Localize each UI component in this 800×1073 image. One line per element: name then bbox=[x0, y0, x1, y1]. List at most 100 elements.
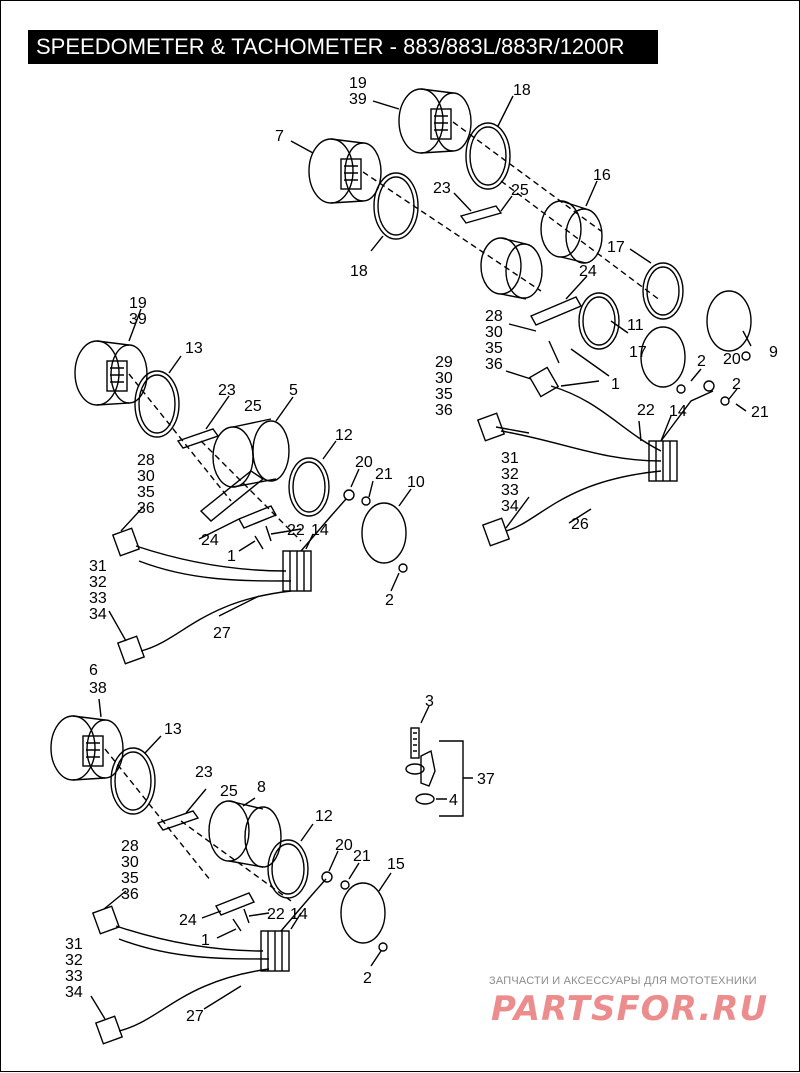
gasket-ring-13-middle bbox=[134, 370, 180, 438]
bottom-assembly bbox=[50, 698, 392, 1045]
callout-11: 11 bbox=[627, 317, 644, 334]
callout-21-middle: 21 bbox=[375, 466, 393, 483]
callout-8: 8 bbox=[257, 779, 266, 796]
callout-28-middle: 28 bbox=[137, 452, 155, 469]
connector-31-middle bbox=[116, 635, 146, 665]
gauge-housing-7 bbox=[308, 138, 382, 204]
callout-3: 3 bbox=[425, 693, 434, 710]
cover-plate-10 bbox=[361, 502, 407, 564]
screw-20-top bbox=[703, 380, 715, 392]
callout-10: 10 bbox=[407, 474, 425, 491]
callout-21-bottom: 21 bbox=[353, 848, 371, 865]
callout-7: 7 bbox=[275, 128, 284, 145]
callout-39-middle: 39 bbox=[129, 311, 147, 328]
bracket-23-bottom bbox=[156, 810, 200, 831]
gauge-housing-19 bbox=[398, 88, 472, 154]
callout-1-bottom: 1 bbox=[201, 932, 210, 949]
connector-28-middle bbox=[111, 527, 141, 557]
callout-14-middle: 14 bbox=[311, 522, 329, 539]
top-assembly bbox=[290, 88, 752, 547]
callout-34-middle: 34 bbox=[89, 606, 107, 623]
bracket-24-bottom bbox=[215, 892, 255, 916]
cover-plate-11 bbox=[640, 326, 686, 388]
callout-20-middle: 20 bbox=[355, 454, 373, 471]
cover-plate-9 bbox=[706, 290, 752, 352]
callout-14-top: 14 bbox=[669, 403, 687, 420]
callout-22-middle: 22 bbox=[287, 522, 305, 539]
middle-assembly bbox=[74, 308, 412, 665]
callout-35-top: 35 bbox=[485, 340, 503, 357]
callout-19-top: 19 bbox=[349, 75, 367, 92]
harness-bottom bbox=[115, 878, 327, 1032]
bracket-23-top bbox=[459, 205, 503, 224]
gasket-ring-18-top bbox=[465, 122, 511, 190]
callout-37: 37 bbox=[477, 771, 495, 788]
cup-8 bbox=[208, 800, 282, 868]
callout-12-bottom: 12 bbox=[315, 808, 333, 825]
callout-25-bottom: 25 bbox=[220, 783, 238, 800]
o-ring-4 bbox=[415, 793, 435, 805]
callout-31-top: 31 bbox=[501, 450, 519, 467]
callout-22-top: 22 bbox=[637, 402, 655, 419]
callout-31-bottom: 31 bbox=[65, 936, 83, 953]
connector-31-bottom bbox=[94, 1015, 124, 1045]
callout-26: 26 bbox=[571, 516, 589, 533]
cover-plate-15 bbox=[340, 882, 386, 944]
callout-36-top: 36 bbox=[485, 356, 503, 373]
callout-20-bottom: 20 bbox=[335, 837, 353, 854]
callout-39-top: 39 bbox=[349, 91, 367, 108]
callout-29: 29 bbox=[435, 354, 453, 371]
callout-33-middle: 33 bbox=[89, 590, 107, 607]
connector-26 bbox=[481, 517, 511, 547]
callout-27-middle: 27 bbox=[213, 625, 231, 642]
screw-1-top bbox=[548, 340, 560, 364]
callout-2-middle: 2 bbox=[385, 592, 394, 609]
callout-27-bottom: 27 bbox=[186, 1008, 204, 1025]
callout-9: 9 bbox=[769, 344, 778, 361]
callout-30-top: 30 bbox=[485, 324, 503, 341]
gauge-housing-6 bbox=[50, 715, 124, 781]
callout-36-top-b: 36 bbox=[435, 402, 453, 419]
connector-29 bbox=[528, 366, 560, 398]
callout-1-top: 1 bbox=[611, 376, 620, 393]
callout-22-bottom: 22 bbox=[267, 906, 285, 923]
gasket-ring-13-bottom bbox=[110, 747, 156, 815]
callout-18-top-b: 18 bbox=[350, 263, 368, 280]
callout-28-bottom: 28 bbox=[121, 838, 139, 855]
callout-5: 5 bbox=[289, 382, 298, 399]
callout-23-middle: 23 bbox=[218, 382, 236, 399]
callout-17-top-a: 17 bbox=[607, 239, 625, 256]
bezel-ring-12-middle bbox=[288, 457, 330, 517]
callout-13-bottom: 13 bbox=[164, 721, 182, 738]
callout-2-top-b: 2 bbox=[732, 376, 741, 393]
callout-35-bottom: 35 bbox=[121, 870, 139, 887]
callout-30-top-b: 30 bbox=[435, 370, 453, 387]
cup-16 bbox=[540, 200, 603, 264]
callout-16: 16 bbox=[593, 167, 611, 184]
callout-34-bottom: 34 bbox=[65, 984, 83, 1001]
callout-36-bottom: 36 bbox=[121, 886, 139, 903]
callout-12-middle: 12 bbox=[335, 427, 353, 444]
bracket-24-middle bbox=[238, 505, 277, 529]
callout-24-bottom: 24 bbox=[179, 912, 197, 929]
connector-31-top bbox=[476, 412, 506, 442]
bezel-ring-17-b bbox=[578, 292, 620, 350]
watermark-logo: PARTSFOR.RU bbox=[491, 989, 769, 1029]
bracket-24-top bbox=[530, 296, 582, 326]
callout-19-middle: 19 bbox=[129, 295, 147, 312]
callout-32-top: 32 bbox=[501, 466, 519, 483]
callout-24-middle: 24 bbox=[201, 532, 219, 549]
callout-18-top-a: 18 bbox=[513, 82, 531, 99]
cup-5 bbox=[199, 418, 290, 522]
callout-32-middle: 32 bbox=[89, 574, 107, 591]
bezel-ring-17-a bbox=[642, 262, 684, 320]
watermark-caption: ЗАПЧАСТИ И АКСЕССУАРЫ ДЛЯ МОТОТЕХНИКИ bbox=[489, 975, 757, 987]
callout-33-bottom: 33 bbox=[65, 968, 83, 985]
callout-23-top: 23 bbox=[433, 180, 451, 197]
callout-23-bottom: 23 bbox=[195, 764, 213, 781]
gasket-ring-18-lower bbox=[373, 172, 419, 240]
callout-25-top: 25 bbox=[511, 182, 529, 199]
callout-36-middle: 36 bbox=[137, 500, 155, 517]
